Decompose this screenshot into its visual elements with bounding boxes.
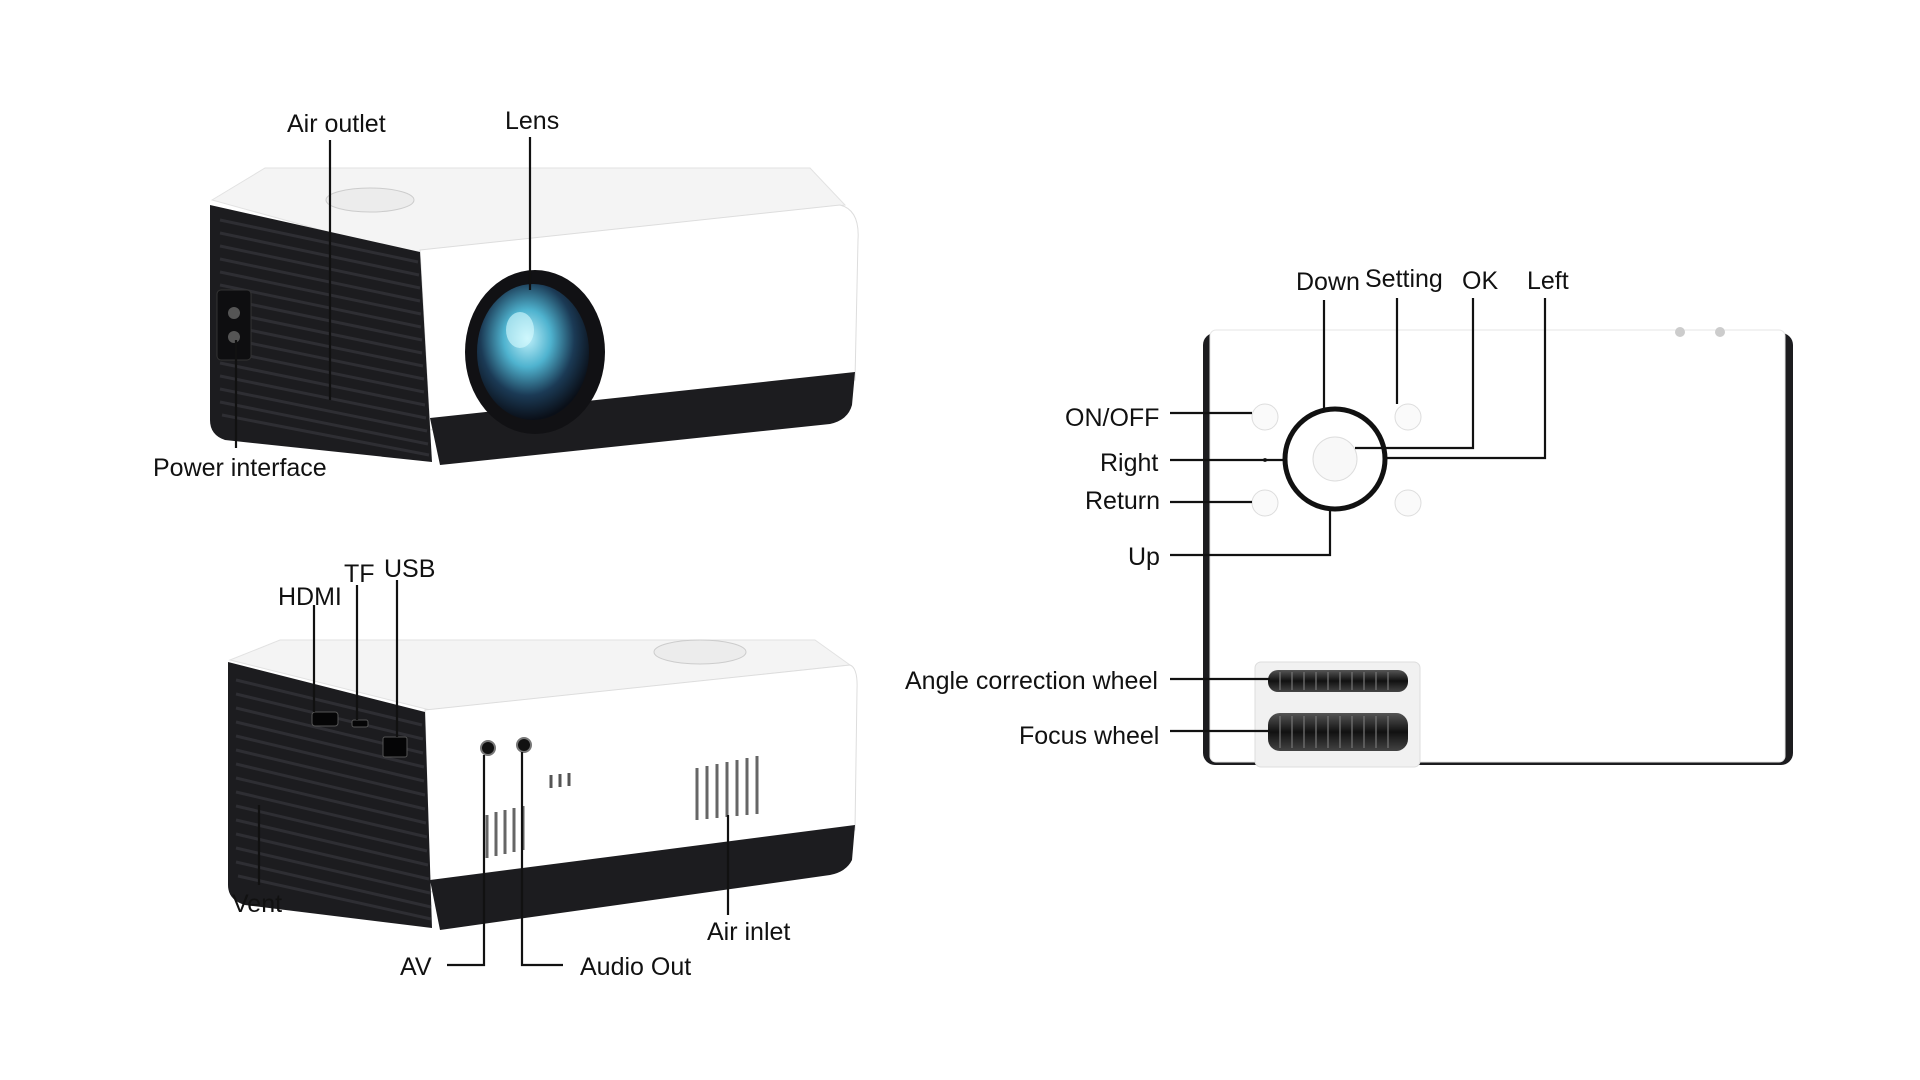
leader-ok: [1355, 298, 1475, 450]
focus-wheel: [1268, 713, 1408, 751]
extra-button: [1394, 489, 1422, 517]
ok-center: [1312, 436, 1358, 482]
label-power-interface: Power interface: [153, 454, 327, 482]
return-button: [1251, 489, 1279, 517]
leader-av: [447, 755, 486, 967]
hdmi-port: [311, 711, 339, 727]
label-left: Left: [1527, 267, 1569, 295]
lens-glass: [477, 284, 589, 420]
label-down: Down: [1296, 268, 1360, 296]
front-side-vents: [219, 218, 430, 457]
power-socket: [216, 289, 252, 361]
label-angle-correction-wheel: Angle correction wheel: [905, 667, 1158, 695]
setting-button: [1394, 403, 1422, 431]
label-tf: TF: [344, 560, 375, 588]
leader-left: [1385, 298, 1547, 460]
tf-slot: [351, 719, 369, 728]
label-up: Up: [1128, 543, 1160, 571]
front-view-projector: [210, 167, 859, 465]
label-on-off: ON/OFF: [1065, 404, 1160, 432]
leader-lines: [234, 137, 1547, 967]
label-vent: Vent: [232, 890, 283, 918]
label-usb: USB: [384, 555, 436, 583]
usb-port: [382, 736, 408, 758]
leader-audio-out: [520, 752, 563, 967]
label-focus-wheel: Focus wheel: [1019, 722, 1160, 750]
rear-view-projector: [228, 639, 858, 930]
front-base-band: [430, 372, 855, 465]
angle-correction-wheel: [1268, 670, 1408, 692]
rear-side-vents: [235, 678, 432, 921]
label-air-inlet: Air inlet: [707, 918, 791, 946]
leader-up: [1170, 510, 1332, 557]
audio-out-jack: [516, 737, 532, 753]
onoff-button: [1251, 403, 1279, 431]
label-hdmi: HDMI: [278, 583, 342, 611]
label-return: Return: [1085, 487, 1161, 515]
rear-white-body: [424, 664, 858, 893]
front-top-button: [325, 187, 415, 213]
label-lens: Lens: [505, 107, 560, 135]
air-inlet-slits: [695, 756, 759, 820]
top-view-projector: [1203, 327, 1793, 768]
label-audio-out: Audio Out: [580, 953, 692, 981]
label-av: AV: [400, 953, 432, 981]
rear-base-band: [430, 825, 855, 930]
av-jack: [480, 740, 496, 756]
label-ok: OK: [1462, 267, 1499, 295]
label-air-outlet: Air outlet: [287, 110, 386, 138]
label-right: Right: [1100, 449, 1159, 477]
rear-top-button: [653, 639, 747, 665]
rear-small-slits: [549, 773, 571, 788]
label-setting: Setting: [1365, 265, 1443, 293]
